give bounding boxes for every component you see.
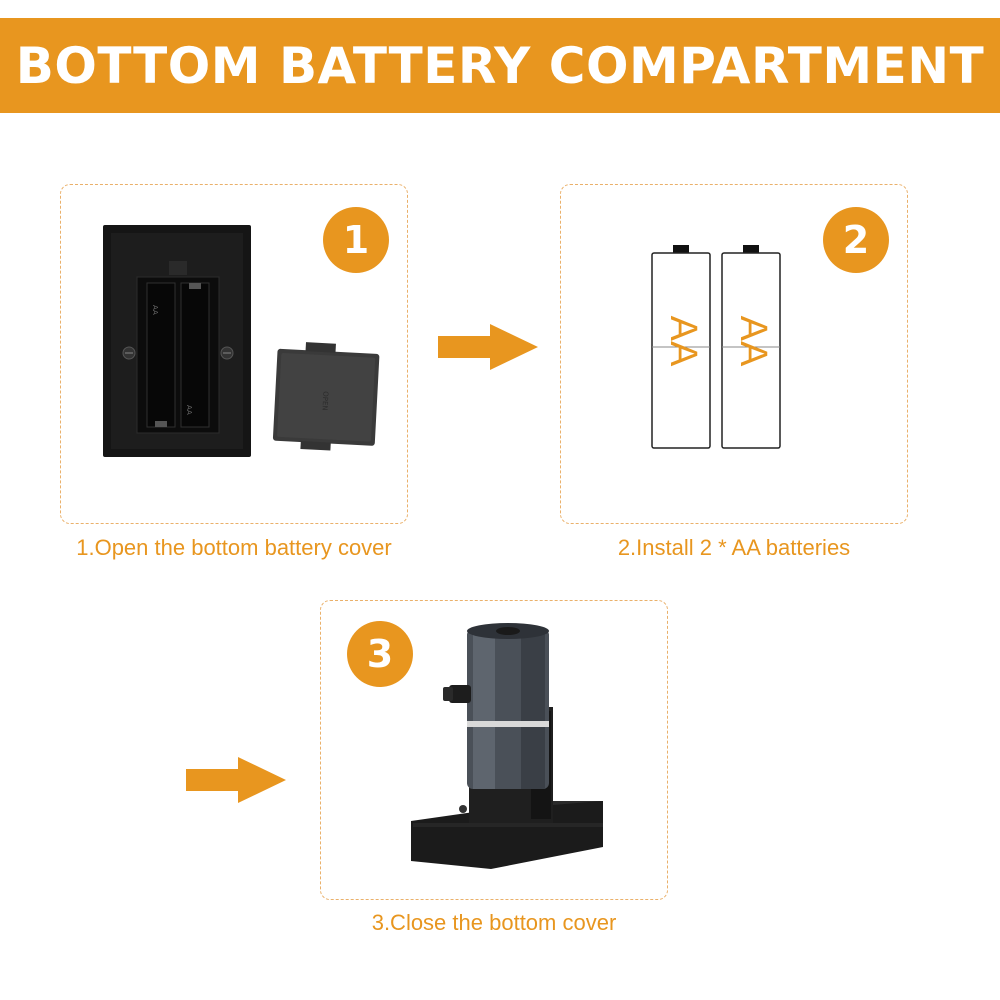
arrow-right-icon	[438, 324, 538, 370]
aa-battery-icon	[721, 245, 781, 449]
svg-text:OPEN: OPEN	[320, 391, 329, 411]
step-3-badge: 3	[347, 621, 413, 687]
battery-2-label: AA	[732, 315, 774, 367]
step-2-caption: 2.Install 2 * AA batteries	[617, 535, 851, 560]
step-1-caption: 1.Open the bottom battery cover	[76, 535, 392, 560]
step-1-panel: 1 AA AA OPEN	[60, 184, 408, 524]
arrow-right-icon	[186, 757, 286, 803]
svg-text:AA: AA	[151, 305, 159, 315]
open-battery-compartment-illustration: AA AA OPEN	[103, 225, 380, 457]
page-title: BOTTOM BATTERY COMPARTMENT	[15, 36, 985, 95]
step-2-panel: 2 AA AA	[560, 184, 908, 524]
battery-1-label: AA	[662, 315, 704, 367]
header-banner: BOTTOM BATTERY COMPARTMENT	[0, 18, 1000, 113]
step-1-badge: 1	[323, 207, 389, 273]
step-2-badge: 2	[823, 207, 889, 273]
pump-device-illustration	[411, 623, 603, 869]
step-3-caption: 3.Close the bottom cover	[371, 910, 617, 935]
step-3-panel: 3	[320, 600, 668, 900]
aa-battery-icon	[651, 245, 711, 449]
svg-text:AA: AA	[185, 405, 193, 415]
